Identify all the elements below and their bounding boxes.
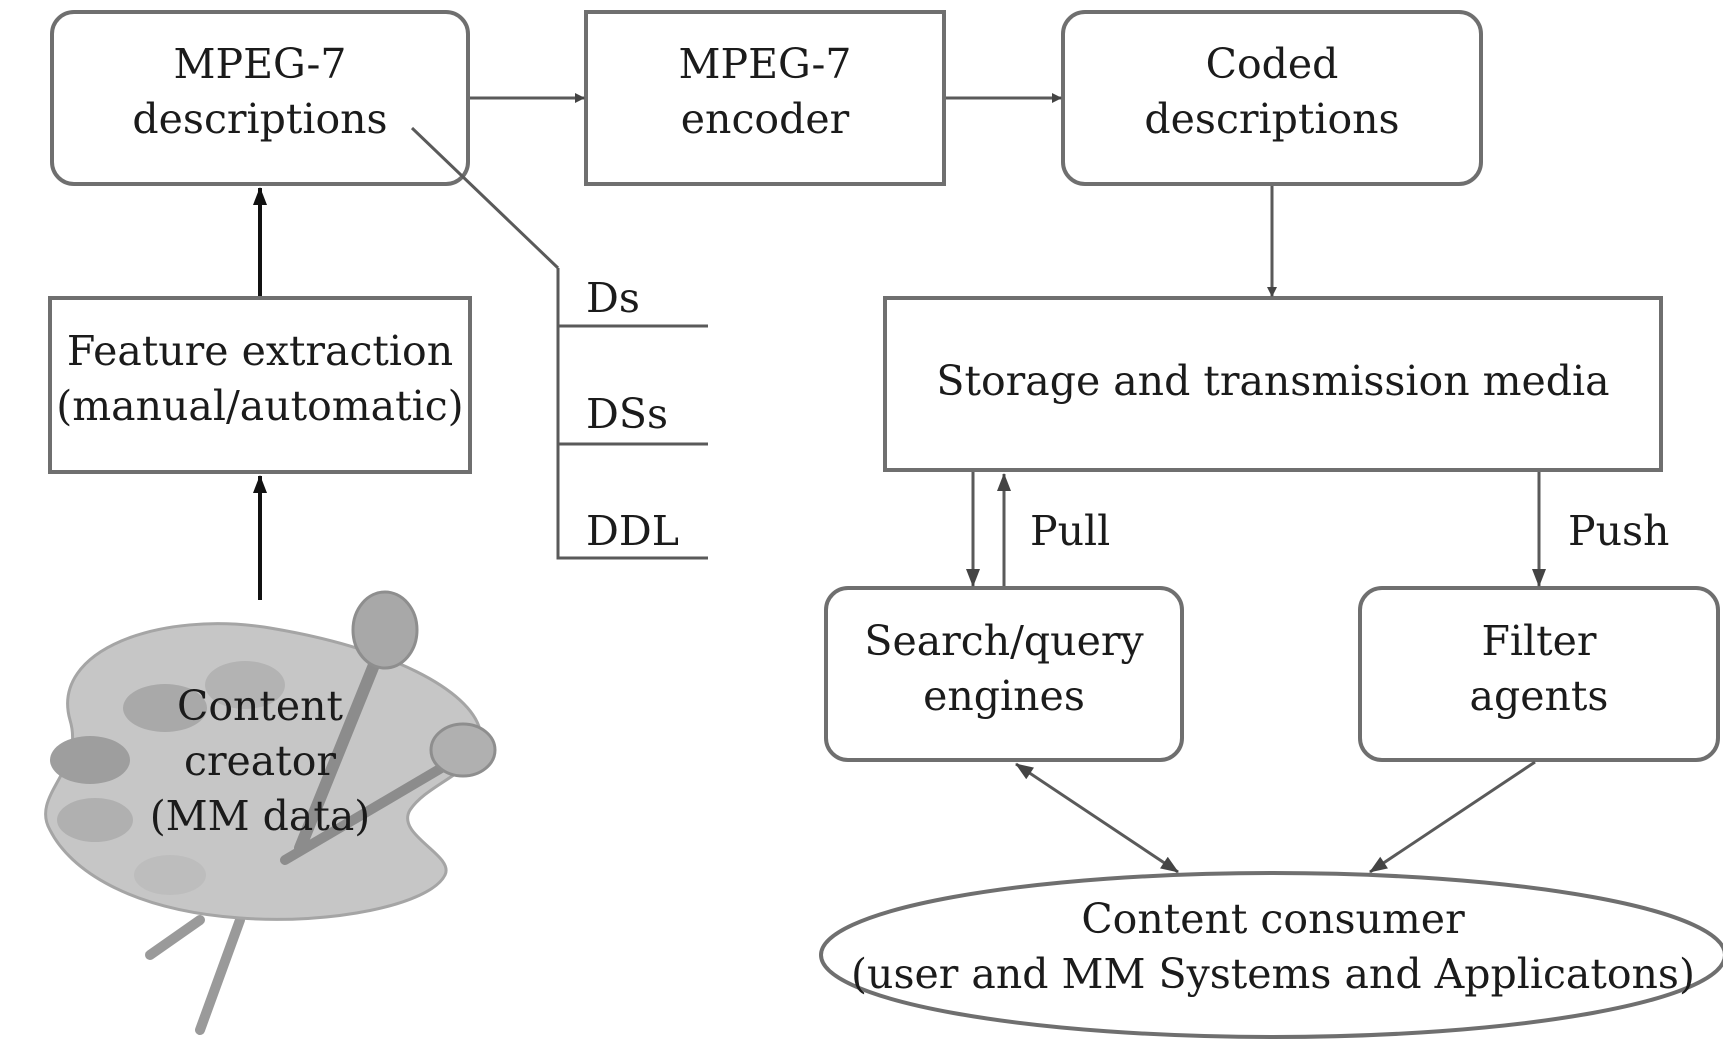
node-storage-media: Storage and transmission media — [883, 296, 1663, 472]
tool-ds-label: Ds — [586, 274, 640, 322]
node-storage-media-label: Storage and transmission media — [936, 357, 1609, 405]
description-tools-bracket: Ds DSs DDL — [410, 126, 708, 560]
node-search-engines-line1: Search/query — [864, 617, 1144, 665]
tool-ddl-label: DDL — [586, 507, 679, 555]
node-mpeg7-descriptions-line1: MPEG-7 — [174, 40, 347, 88]
node-content-consumer-line2: (user and MM Systems and Applicatons) — [851, 950, 1695, 998]
node-content-consumer: Content consumer (user and MM Systems an… — [819, 871, 1723, 1039]
content-creator-line1: Content — [177, 682, 344, 730]
edge-label-pull: Pull — [1030, 507, 1110, 555]
node-coded-descriptions-line2: descriptions — [1144, 95, 1399, 143]
node-filter-agents: Filter agents — [1358, 586, 1720, 762]
node-coded-descriptions: Coded descriptions — [1061, 10, 1483, 186]
node-mpeg7-encoder-line2: encoder — [681, 95, 850, 143]
content-creator-line2: creator — [184, 737, 336, 785]
node-filter-agents-line1: Filter — [1481, 617, 1596, 665]
edge-label-push: Push — [1568, 507, 1669, 555]
description-tools-frame — [556, 268, 708, 560]
node-feature-extraction-line2: (manual/automatic) — [56, 382, 463, 430]
node-feature-extraction-line1: Feature extraction — [67, 327, 453, 375]
node-mpeg7-descriptions: MPEG-7 descriptions — [50, 10, 470, 186]
arrow-search-consumer — [1015, 762, 1179, 874]
description-tools-leader — [410, 126, 560, 270]
node-content-consumer-line1: Content consumer — [1081, 895, 1465, 943]
paint-palette-icon — [44, 590, 497, 1035]
content-creator-line3: (MM data) — [150, 792, 371, 840]
node-search-engines: Search/query engines — [824, 586, 1184, 762]
node-feature-extraction: Feature extraction (manual/automatic) — [48, 296, 472, 474]
content-creator-label: Content creator (MM data) — [150, 682, 371, 840]
node-coded-descriptions-line1: Coded — [1206, 40, 1339, 88]
tool-dss-label: DSs — [586, 390, 668, 438]
node-mpeg7-descriptions-line2: descriptions — [132, 95, 387, 143]
node-mpeg7-encoder: MPEG-7 encoder — [584, 10, 946, 186]
node-mpeg7-encoder-line1: MPEG-7 — [679, 40, 852, 88]
node-filter-agents-line2: agents — [1470, 672, 1609, 720]
arrow-filter-to-consumer — [1369, 760, 1536, 874]
node-search-engines-line2: engines — [923, 672, 1085, 720]
